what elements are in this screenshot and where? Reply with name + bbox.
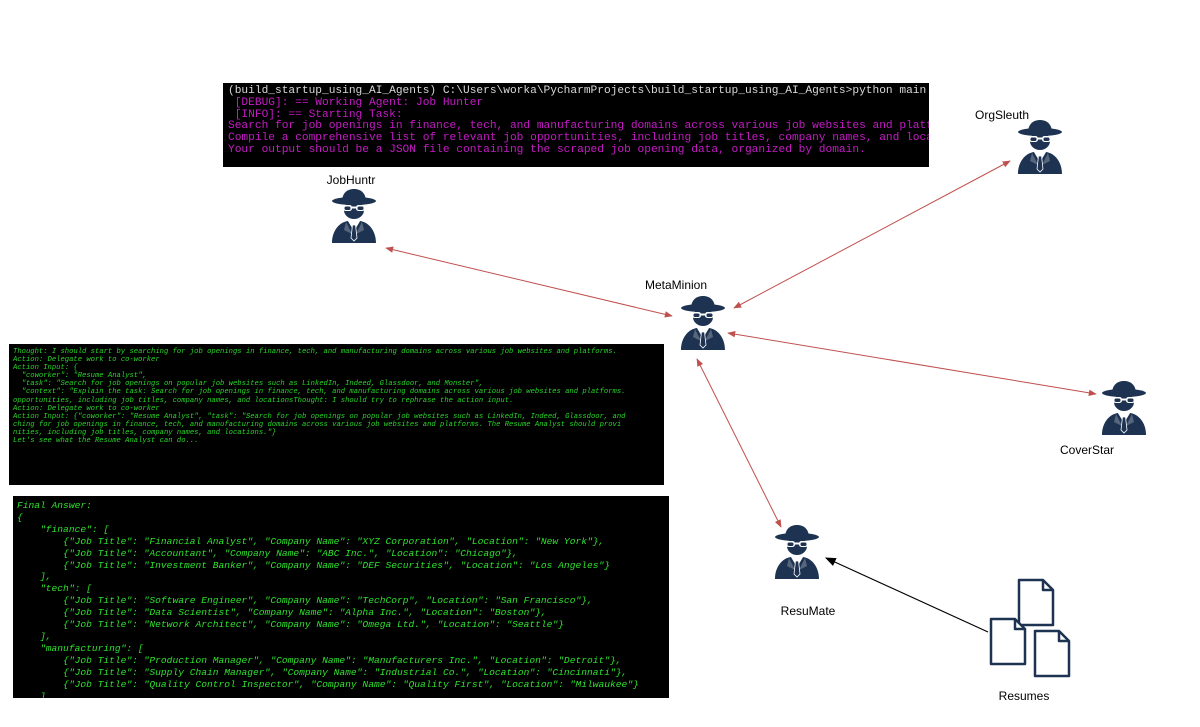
terminal-line: {"Job Title": "Accountant", "Company Nam… bbox=[17, 547, 518, 559]
terminal-line: {"Job Title": "Investment Banker", "Comp… bbox=[17, 559, 610, 571]
node-label-coverstar: CoverStar bbox=[1059, 443, 1115, 457]
connector-resumes-resumate bbox=[825, 557, 989, 633]
terminal-line: [DEBUG]: == Working Agent: Job Hunter bbox=[228, 96, 484, 109]
terminal-output-thought: Thought: I should start by searching for… bbox=[9, 344, 664, 485]
terminal-line: Action Input: {"coworker": "Resume Analy… bbox=[13, 412, 626, 421]
document-icon bbox=[1017, 578, 1055, 627]
terminal-line: ] bbox=[17, 690, 46, 699]
terminal-output-final-answer: Final Answer: { "finance": [ {"Job Title… bbox=[13, 496, 669, 698]
terminal-line: Search for job openings in finance, tech… bbox=[228, 120, 929, 133]
node-label-resumes: Resumes bbox=[998, 689, 1050, 703]
terminal-line: [INFO]: == Starting Task: bbox=[228, 108, 403, 121]
terminal-line: "task": "Search for job openings on popu… bbox=[13, 380, 484, 389]
node-label-jobhuntr: JobHuntr bbox=[326, 173, 376, 187]
node-label-metaminion: MetaMinion bbox=[644, 278, 708, 292]
terminal-line: "coworker": "Resume Analyst", bbox=[13, 372, 147, 381]
terminal-line: Action: Delegate work to co-worker bbox=[13, 356, 160, 365]
terminal-line: Your output should be a JSON file contai… bbox=[228, 143, 866, 156]
connector-metaminion-resumate bbox=[696, 358, 782, 528]
spy-agent-icon bbox=[328, 186, 380, 244]
node-label-resumate: ResuMate bbox=[780, 604, 836, 618]
terminal-line: nities, including job titles, company na… bbox=[13, 428, 277, 437]
connector-metaminion-coverstar bbox=[727, 331, 1097, 396]
terminal-line: ], bbox=[17, 571, 52, 583]
terminal-line: {"Job Title": "Production Manager", "Com… bbox=[17, 654, 622, 666]
connector-metaminion-orgsleuth bbox=[733, 160, 1011, 309]
node-label-orgsleuth: OrgSleuth bbox=[974, 108, 1030, 122]
terminal-line: {"Job Title": "Financial Analyst", "Comp… bbox=[17, 535, 605, 547]
terminal-line: {"Job Title": "Supply Chain Manager", "C… bbox=[17, 666, 628, 678]
terminal-line: Compile a comprehensive list of relevant… bbox=[228, 132, 929, 145]
document-icon bbox=[989, 617, 1027, 666]
terminal-line: "finance": [ bbox=[17, 523, 110, 535]
connector-metaminion-jobhuntr bbox=[385, 246, 673, 318]
terminal-line: Let's see what the Resume Analyst can do… bbox=[13, 437, 199, 446]
terminal-output-top: (build_startup_using_AI_Agents) C:\Users… bbox=[223, 83, 929, 167]
terminal-line: Final Answer: bbox=[17, 500, 92, 511]
terminal-line: {"Job Title": "Quality Control Inspector… bbox=[17, 678, 639, 690]
terminal-line: Action Input: { bbox=[13, 364, 78, 373]
document-icon bbox=[1033, 629, 1071, 678]
terminal-line: "manufacturing": [ bbox=[17, 642, 144, 654]
terminal-line: {"Job Title": "Network Architect", "Comp… bbox=[17, 619, 564, 631]
spy-agent-icon bbox=[771, 522, 823, 580]
terminal-line: {"Job Title": "Data Scientist", "Company… bbox=[17, 607, 547, 619]
terminal-line: { bbox=[17, 511, 23, 523]
spy-agent-icon bbox=[1098, 378, 1150, 436]
terminal-line: "tech": [ bbox=[17, 583, 92, 595]
terminal-line: Action: Delegate work to co-worker bbox=[13, 404, 160, 413]
terminal-line: ], bbox=[17, 630, 52, 642]
terminal-line: ching for job openings in finance, tech,… bbox=[13, 420, 622, 429]
terminal-line: opportunities, including job titles, com… bbox=[13, 396, 514, 405]
terminal-line: "context": "Explain the task: Search for… bbox=[13, 388, 626, 397]
spy-agent-icon bbox=[677, 293, 729, 351]
terminal-line: {"Job Title": "Software Engineer", "Comp… bbox=[17, 595, 593, 607]
spy-agent-icon bbox=[1014, 117, 1066, 175]
command-line: (build_startup_using_AI_Agents) C:\Users… bbox=[228, 85, 929, 97]
terminal-line: Thought: I should start by searching for… bbox=[13, 348, 617, 356]
